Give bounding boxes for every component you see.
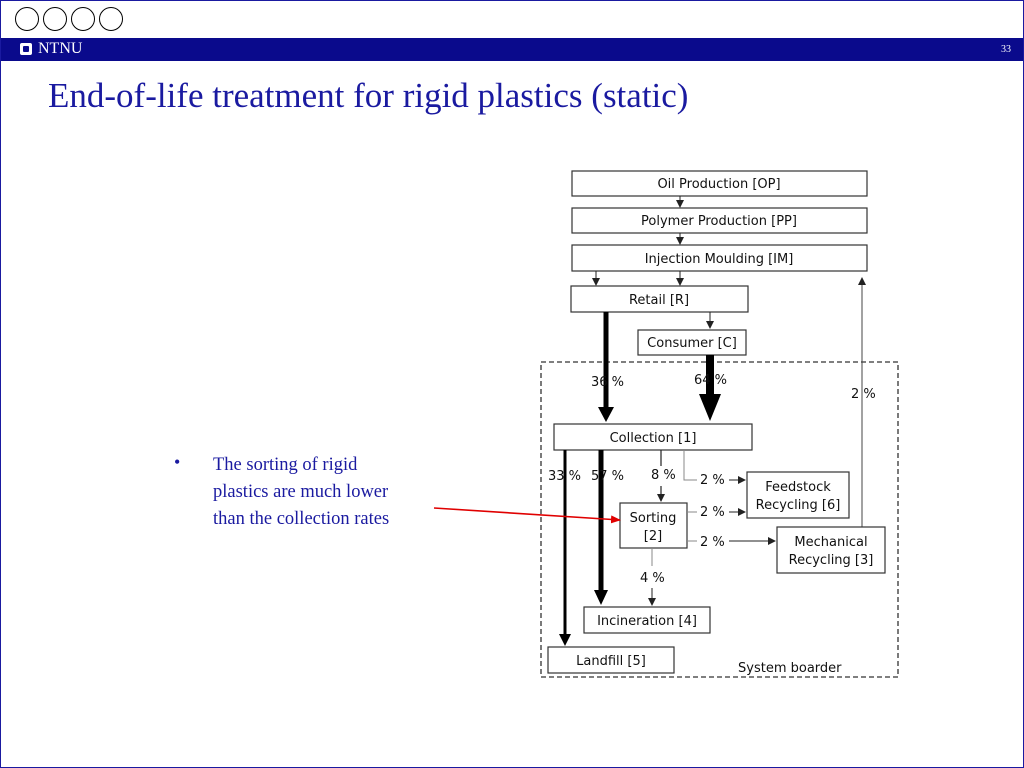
node-sorting-label-1: Sorting bbox=[630, 511, 677, 526]
bullet-line: than the collection rates bbox=[213, 509, 390, 529]
node-injection-moulding-label: Injection Moulding [IM] bbox=[645, 252, 794, 267]
circle-icon bbox=[71, 7, 95, 31]
flow-consumer-collection-head bbox=[699, 394, 721, 421]
node-retail-label: Retail [R] bbox=[629, 293, 689, 308]
flow-label-sorting-feedstock: 2 % bbox=[700, 505, 725, 520]
flow-label-sorting-incineration: 4 % bbox=[640, 571, 665, 586]
flow-label-collection-landfill: 33 % bbox=[548, 469, 581, 484]
page-number: 33 bbox=[1001, 44, 1011, 55]
node-mechanical-label-2: Recycling [3] bbox=[789, 553, 874, 568]
node-sorting-label-2: [2] bbox=[644, 529, 662, 544]
flow-collection-feedstock bbox=[683, 450, 697, 481]
node-collection bbox=[553, 423, 753, 451]
node-incineration-label: Incineration [4] bbox=[597, 614, 697, 629]
bullet-marker: • bbox=[174, 452, 181, 472]
node-oil-production bbox=[571, 170, 868, 197]
system-border bbox=[540, 361, 899, 678]
flow-label-collection-feedstock: 2 % bbox=[700, 473, 725, 488]
node-feedstock-label-1: Feedstock bbox=[765, 480, 831, 495]
bullet-line: plastics are much lower bbox=[213, 482, 389, 502]
node-collection-label: Collection [1] bbox=[610, 431, 697, 446]
system-border-label: System boarder bbox=[738, 661, 842, 676]
node-feedstock bbox=[746, 471, 850, 519]
circle-icon bbox=[99, 7, 123, 31]
bullet-line: The sorting of rigid bbox=[213, 455, 358, 475]
node-injection-moulding bbox=[571, 244, 868, 272]
flow-retail-collection-head bbox=[598, 407, 614, 422]
node-mechanical-label-1: Mechanical bbox=[794, 535, 867, 550]
flow-label-sorting-mechanical: 2 % bbox=[700, 535, 725, 550]
flow-label-collection-incineration: 57 % bbox=[591, 469, 624, 484]
node-feedstock-label-2: Recycling [6] bbox=[756, 498, 841, 513]
node-sorting bbox=[619, 502, 688, 549]
node-incineration bbox=[583, 606, 711, 634]
flow-label-retail-collection: 36 % bbox=[591, 375, 624, 390]
brand-name: NTNU bbox=[38, 40, 83, 57]
slide-title: End-of-life treatment for rigid plastics… bbox=[48, 76, 689, 115]
flow-collection-landfill-head bbox=[559, 634, 571, 646]
flow-label-collection-sorting: 8 % bbox=[651, 468, 676, 483]
node-landfill bbox=[547, 646, 675, 674]
node-consumer-label: Consumer [C] bbox=[647, 336, 737, 351]
node-oil-production-label: Oil Production [OP] bbox=[657, 177, 780, 192]
node-retail bbox=[570, 285, 749, 313]
node-consumer bbox=[637, 329, 747, 356]
logo-circles bbox=[15, 7, 123, 31]
node-landfill-label: Landfill [5] bbox=[576, 654, 646, 669]
pointer-arrow bbox=[433, 507, 621, 524]
circle-icon bbox=[15, 7, 39, 31]
flow-collection-incineration-head bbox=[594, 590, 608, 605]
bullet-text: The sorting of rigid plastics are much l… bbox=[213, 452, 443, 533]
node-polymer-production-label: Polymer Production [PP] bbox=[641, 214, 797, 229]
flow-label-consumer-collection: 64 % bbox=[694, 373, 727, 388]
circle-icon bbox=[43, 7, 67, 31]
node-polymer-production bbox=[571, 207, 868, 234]
flow-label-recycle-return: 2 % bbox=[851, 387, 876, 402]
node-mechanical bbox=[776, 526, 886, 574]
ntnu-logo-icon bbox=[20, 43, 32, 55]
header-bar: NTNU 33 bbox=[1, 38, 1023, 61]
